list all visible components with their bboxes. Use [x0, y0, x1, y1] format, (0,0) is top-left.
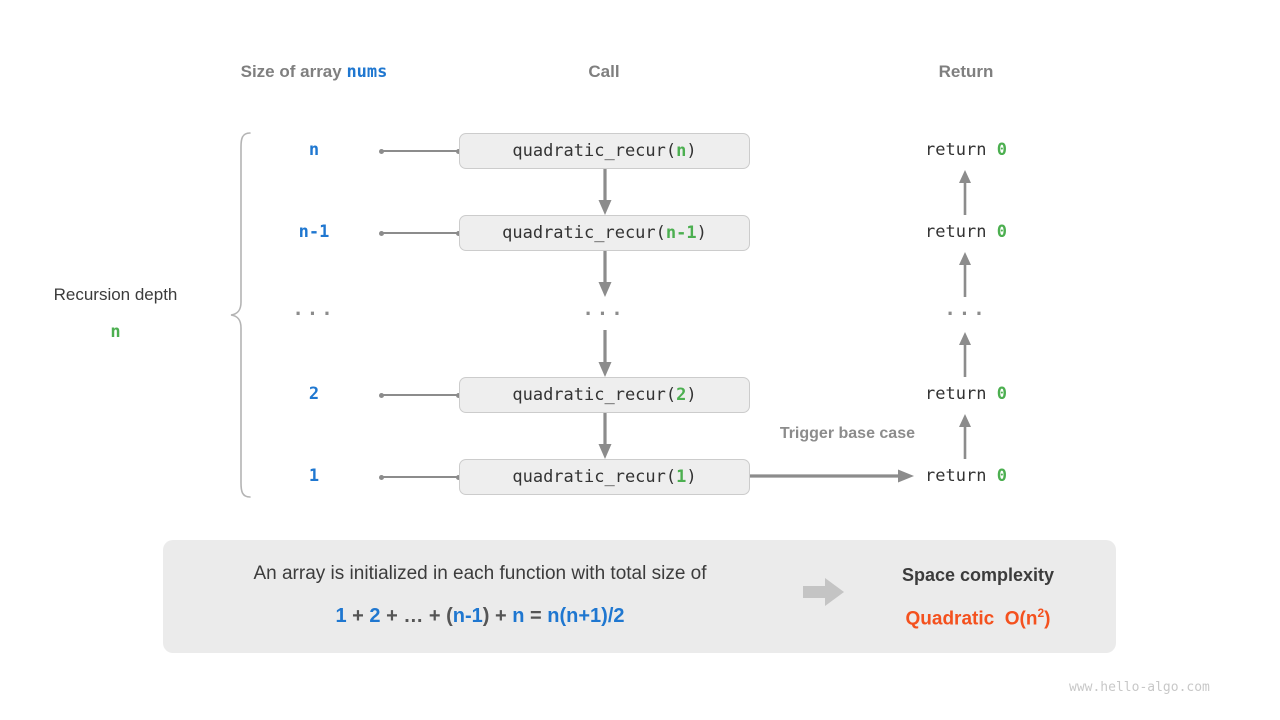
- return-keyword-row-4: return: [925, 384, 997, 404]
- return-keyword-row-2: return: [925, 222, 997, 242]
- return-keyword-row-1: return: [925, 140, 997, 160]
- call-box-name-row-1: quadratic_recur(: [512, 141, 677, 161]
- column-header-call: Call: [588, 62, 620, 81]
- space-complexity-notation: O(n: [1004, 608, 1038, 630]
- connector-dot-box-row-2: [456, 231, 461, 236]
- recursion-depth-brace: [228, 130, 254, 500]
- return-value-row-2: 0: [996, 222, 1007, 242]
- call-arrow-2-to-dots: [594, 251, 616, 298]
- call-box-row-4[interactable]: quadratic_recur(2): [459, 377, 750, 413]
- arrow-right-icon: [803, 576, 845, 608]
- call-box-arg-row-5: 1: [676, 467, 687, 487]
- summary-formula: 1 + 2 + … + (n-1) + n = n(n+1)/2: [180, 605, 780, 628]
- space-complexity-word: Quadratic: [905, 608, 995, 630]
- connector-dot-row-4: [379, 393, 384, 398]
- return-label-row-4: return 0: [866, 384, 1066, 404]
- space-complexity-exponent: 2: [1037, 606, 1045, 620]
- connector-dot-box-row-4: [456, 393, 461, 398]
- return-label-row-1: return 0: [866, 140, 1066, 160]
- column-header-size: Size of array nums: [194, 62, 434, 82]
- formula-token-1: +: [346, 605, 370, 627]
- formula-token-0: 1: [335, 605, 347, 627]
- call-box-close-row-4: ): [686, 385, 697, 405]
- formula-token-11: =: [524, 605, 548, 627]
- connector-dot-row-1: [379, 149, 384, 154]
- recursion-depth-value: n: [110, 322, 121, 342]
- formula-token-2: 2: [369, 605, 381, 627]
- return-value-row-4: 0: [996, 384, 1007, 404]
- return-arrow-5-to-4: [955, 414, 975, 459]
- return-label-row-2: return 0: [866, 222, 1066, 242]
- summary-text: An array is initialized in each function…: [253, 563, 707, 584]
- return-value-row-1: 0: [996, 140, 1007, 160]
- connector-line-row-1: [383, 150, 461, 152]
- connector-line-row-2: [383, 232, 461, 234]
- call-arrow-4-to-5: [594, 413, 616, 460]
- connector-dot-row-5: [379, 475, 384, 480]
- formula-token-4: …: [403, 605, 424, 627]
- return-label-row-5: return 0: [866, 466, 1066, 486]
- watermark: www.hello-algo.com: [1069, 680, 1210, 695]
- call-box-arg-row-1: n: [676, 141, 687, 161]
- formula-token-9: +: [489, 605, 513, 627]
- return-arrow-4-to-dots: [955, 332, 975, 377]
- call-box-row-5[interactable]: quadratic_recur(1): [459, 459, 750, 495]
- call-box-arg-row-4: 2: [676, 385, 687, 405]
- size-label-row-1: n: [308, 140, 320, 160]
- connector-line-row-4: [383, 394, 461, 396]
- summary-panel: [163, 540, 1116, 653]
- call-arrow-1-to-2: [594, 169, 616, 216]
- formula-token-12: n(n+1)/2: [547, 605, 625, 627]
- return-value-row-5: 0: [996, 466, 1007, 486]
- call-box-arg-row-2: n-1: [665, 223, 697, 243]
- space-complexity-title: Space complexity: [901, 565, 1055, 585]
- column-header-size-mono: nums: [346, 62, 388, 82]
- call-box-name-row-4: quadratic_recur(: [512, 385, 677, 405]
- formula-token-5: +: [423, 605, 447, 627]
- recursion-depth-title: Recursion depth: [53, 285, 178, 304]
- size-label-row-3: ...: [292, 298, 336, 320]
- space-complexity-close: ): [1044, 608, 1051, 630]
- formula-token-6: (: [446, 605, 453, 627]
- base-case-arrow: [750, 466, 915, 486]
- return-arrow-dots-to-2: [955, 252, 975, 297]
- call-box-row-2[interactable]: quadratic_recur(n-1): [459, 215, 750, 251]
- size-label-row-5: 1: [308, 466, 320, 486]
- call-box-name-row-2: quadratic_recur(: [502, 223, 666, 243]
- return-keyword-row-5: return: [925, 466, 997, 486]
- size-label-row-2: n-1: [298, 222, 330, 242]
- size-label-row-4: 2: [308, 384, 320, 404]
- space-complexity-value: Quadratic O(n2): [866, 606, 1090, 630]
- call-ellipsis-row-3: ...: [582, 298, 626, 320]
- call-box-close-row-5: ): [686, 467, 697, 487]
- return-ellipsis-row-3: ...: [944, 298, 988, 320]
- call-box-close-row-1: ): [686, 141, 697, 161]
- call-arrow-dots-to-4: [594, 330, 616, 378]
- formula-token-3: +: [380, 605, 404, 627]
- connector-dot-box-row-5: [456, 475, 461, 480]
- column-header-return: Return: [938, 62, 994, 81]
- connector-dot-row-2: [379, 231, 384, 236]
- column-header-size-text: Size of array: [240, 62, 347, 81]
- call-box-row-1[interactable]: quadratic_recur(n): [459, 133, 750, 169]
- call-box-name-row-5: quadratic_recur(: [512, 467, 677, 487]
- connector-dot-box-row-1: [456, 149, 461, 154]
- connector-line-row-5: [383, 476, 461, 478]
- trigger-base-case-note: Trigger base case: [779, 425, 915, 442]
- formula-token-7: n-1: [452, 605, 483, 627]
- call-box-close-row-2: ): [696, 223, 707, 243]
- return-arrow-2-to-1: [955, 170, 975, 215]
- formula-token-10: n: [512, 605, 525, 627]
- formula-token-8: ): [482, 605, 490, 627]
